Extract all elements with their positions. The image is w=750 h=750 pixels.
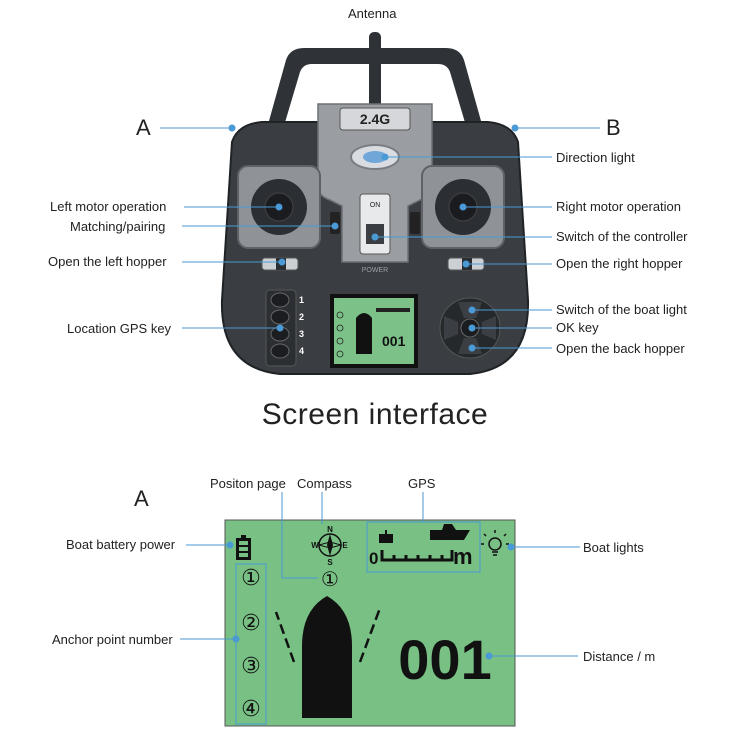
band-plate	[339, 107, 411, 131]
label-screen-side-a: A	[134, 486, 149, 511]
label-matching: Matching/pairing	[70, 219, 166, 234]
label-anchor: Anchor point number	[52, 632, 173, 647]
mini-distance: 001	[382, 333, 406, 349]
gps-scale-ruler	[380, 550, 454, 562]
controller: 2.4G ON POWER 1 2 3	[220, 32, 530, 375]
label-side-b: B	[606, 115, 621, 140]
band-label: 2.4G	[360, 111, 390, 127]
compass-s: S	[327, 558, 333, 567]
lcd-screen	[224, 519, 516, 727]
boat-wake-left	[274, 611, 296, 663]
power-label: POWER	[362, 267, 388, 274]
label-gps-key: Location GPS key	[67, 321, 172, 336]
gps-boat-icon	[430, 524, 470, 540]
section-title: Screen interface	[261, 398, 489, 431]
gps-scale-start: 0	[369, 549, 378, 568]
battery-icon	[236, 535, 251, 560]
gps-transmitter-icon	[379, 530, 393, 543]
label-boat-lights: Boat lights	[583, 540, 644, 555]
gps-scale-unit: m	[453, 544, 473, 569]
mini-gps-scale	[376, 308, 410, 312]
mini-anchor-circles	[336, 311, 344, 358]
gps-key-label-1: 1	[299, 295, 304, 305]
label-antenna: Antenna	[348, 6, 397, 21]
boat-lights-icon	[481, 530, 509, 556]
gps-key-label-4: 4	[299, 346, 304, 356]
label-direction-light: Direction light	[556, 150, 635, 165]
power-on-label: ON	[370, 202, 381, 209]
label-distance: Distance / m	[583, 649, 656, 664]
label-boat-light-switch: Switch of the boat light	[556, 302, 687, 317]
mini-boat-icon	[356, 313, 372, 354]
label-gps: GPS	[408, 476, 436, 491]
gps-key-label-2: 2	[299, 312, 304, 322]
boat-wake-right	[358, 607, 382, 663]
label-compass: Compass	[297, 476, 352, 491]
compass-n: N	[327, 525, 333, 534]
compass-w: W	[311, 541, 319, 550]
controller-callouts	[160, 124, 600, 352]
direction-light-lens	[363, 151, 387, 163]
gps-key-1[interactable]	[270, 292, 290, 308]
screen-callouts	[180, 492, 580, 660]
label-back-hopper: Open the back hopper	[556, 341, 685, 356]
gps-key-4[interactable]	[270, 343, 290, 359]
gps-key-2[interactable]	[270, 309, 290, 325]
label-left-motor: Left motor operation	[50, 199, 167, 214]
label-position-page: Positon page	[210, 476, 286, 491]
gps-key-label-3: 3	[299, 329, 304, 339]
antenna	[369, 32, 381, 112]
label-controller-switch: Switch of the controller	[556, 229, 688, 244]
label-ok-key: OK key	[556, 320, 599, 335]
mini-screen	[334, 298, 414, 364]
anchor-number-3: ③	[241, 653, 261, 678]
anchor-number-2: ②	[241, 610, 261, 635]
distance-value: 001	[398, 628, 491, 691]
anchor-number-4: ④	[241, 696, 261, 721]
dpad-left-button[interactable]	[444, 316, 458, 340]
boat-icon	[302, 596, 352, 718]
label-left-hopper: Open the left hopper	[48, 254, 167, 269]
compass-icon	[317, 533, 343, 557]
position-page-indicator: ①	[321, 569, 339, 591]
anchor-region	[235, 563, 267, 725]
label-right-hopper: Open the right hopper	[556, 256, 683, 271]
label-right-motor: Right motor operation	[556, 199, 682, 214]
controller-side-button[interactable]	[410, 212, 420, 234]
label-side-a: A	[136, 115, 151, 140]
compass-e: E	[342, 541, 348, 550]
gps-keys	[270, 292, 290, 359]
label-battery: Boat battery power	[66, 537, 176, 552]
anchor-number-1: ①	[241, 565, 261, 590]
